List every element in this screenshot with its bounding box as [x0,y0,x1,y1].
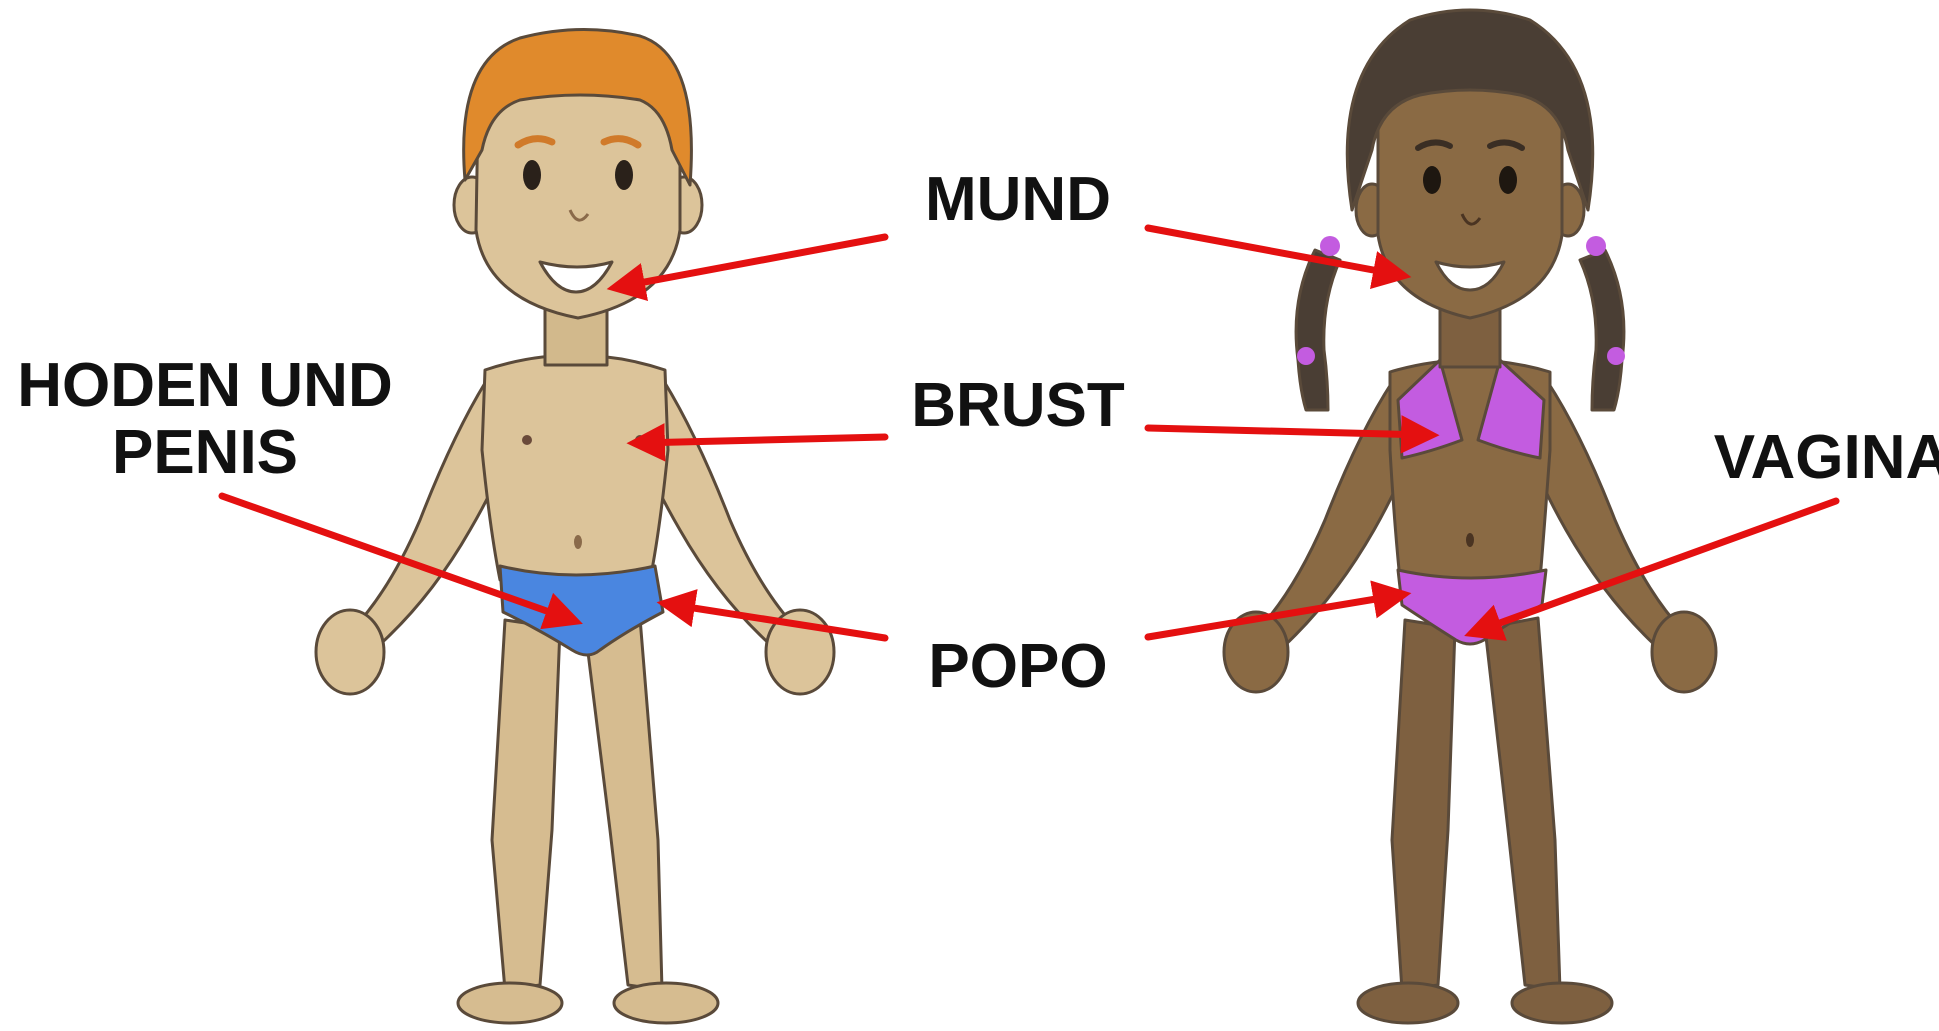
label-mund: MUND [925,165,1111,234]
label-popo: POPO [928,632,1107,701]
girl-left-foot [1358,983,1458,1023]
boy-figure [316,29,834,1023]
girl-right-foot [1512,983,1612,1023]
girl-right-hand [1652,612,1716,692]
boy-right-foot [614,983,718,1023]
boy-left-eye [523,160,541,190]
girl-right-leg [1485,618,1560,990]
girl-left-hair-tie-top [1320,236,1340,256]
label-vagina: VAGINA [1714,423,1939,492]
boy-navel [574,535,582,549]
label-brust: BRUST [911,371,1125,440]
girl-right-braid [1580,250,1624,410]
girl-left-leg [1392,620,1455,990]
boy-left-leg [492,620,560,990]
girl-left-braid [1296,250,1340,410]
girl-navel [1466,533,1474,547]
girl-left-hair-tie-bottom [1297,347,1315,365]
boy-right-eye [615,160,633,190]
girl-right-hair-tie-bottom [1607,347,1625,365]
label-hoden-line1: HODEN UND [17,351,392,420]
label-hoden-line2: PENIS [112,418,298,487]
boy-left-hand [316,610,384,694]
arrow-mund-girl [1148,228,1400,275]
girl-left-eye [1423,166,1441,194]
girl-right-eye [1499,166,1517,194]
girl-figure [1224,10,1716,1023]
boy-left-nipple [522,435,532,445]
boy-right-leg [585,618,662,990]
girl-right-hair-tie-top [1586,236,1606,256]
boy-left-foot [458,983,562,1023]
